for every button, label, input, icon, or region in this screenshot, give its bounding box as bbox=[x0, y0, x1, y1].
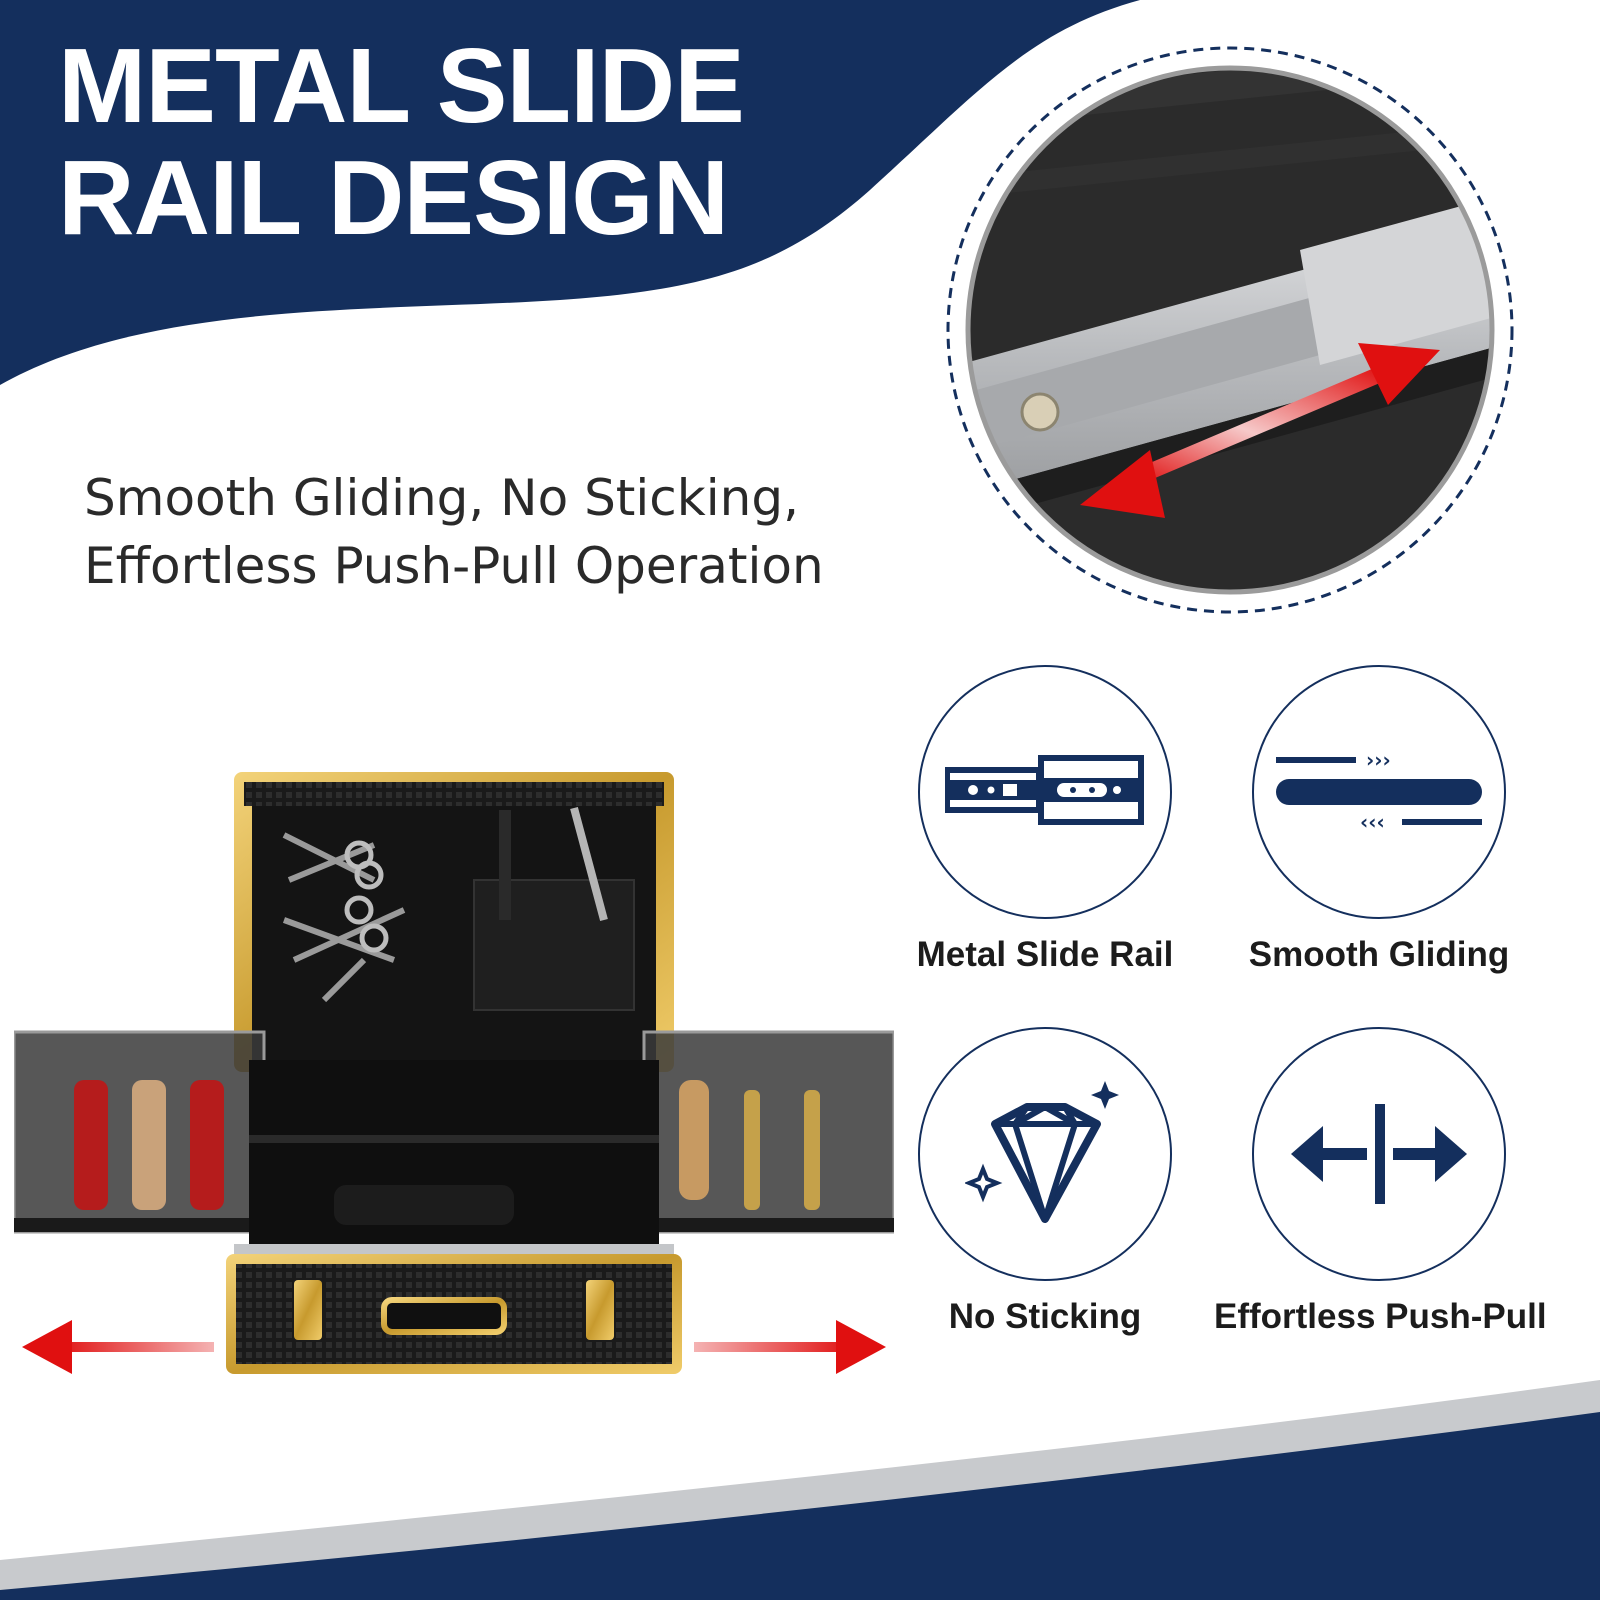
zoom-grey-ring bbox=[965, 65, 1495, 595]
right-tray bbox=[642, 1030, 894, 1234]
zoom-rail-slider bbox=[1300, 190, 1492, 365]
lid-pocket bbox=[473, 879, 635, 1011]
svg-text:‹‹‹: ‹‹‹ bbox=[1360, 810, 1385, 834]
diamond-icon bbox=[965, 1081, 1119, 1223]
subtitle: Smooth Gliding, No Sticking, Effortless … bbox=[84, 464, 824, 600]
barber-case-illustration bbox=[14, 772, 894, 1374]
feature-metal-slide-rail: Metal Slide Rail bbox=[880, 665, 1210, 975]
feature-label: Smooth Gliding bbox=[1248, 935, 1510, 974]
feature-effortless-push-pull: Effortless Push-Pull bbox=[1214, 1027, 1547, 1337]
push-pull-icon bbox=[1291, 1104, 1467, 1204]
double-arrow-icon bbox=[1080, 343, 1440, 518]
zoom-rail-bolt bbox=[1020, 392, 1060, 432]
smooth-gliding-icon: ››› ‹‹‹ bbox=[1276, 748, 1482, 834]
slide-rail-icon bbox=[945, 755, 1144, 825]
zoom-dashed-ring bbox=[946, 46, 1514, 614]
bottom-navy-band bbox=[0, 1412, 1600, 1600]
scissors-group bbox=[282, 832, 406, 1003]
headline: METAL SLIDE RAIL DESIGN bbox=[58, 27, 745, 257]
slide-rail bbox=[234, 1244, 674, 1254]
feature-smooth-gliding: ››› ‹‹‹ Smooth Gliding bbox=[1214, 665, 1544, 975]
feature-ring bbox=[1252, 1027, 1506, 1281]
feature-no-sticking: No Sticking bbox=[880, 1027, 1210, 1337]
feature-label: Effortless Push-Pull bbox=[1214, 1297, 1547, 1336]
horizontal-double-arrow-icon bbox=[22, 1320, 886, 1374]
feature-label: No Sticking bbox=[948, 1297, 1142, 1336]
headline-line-2: RAIL DESIGN bbox=[58, 139, 729, 257]
subtitle-line-1: Smooth Gliding, No Sticking, bbox=[84, 469, 799, 527]
feature-ring: ››› ‹‹‹ bbox=[1252, 665, 1506, 919]
feature-ring bbox=[918, 665, 1172, 919]
case-handle bbox=[381, 1297, 507, 1335]
feature-label: Metal Slide Rail bbox=[916, 935, 1174, 974]
svg-text:›››: ››› bbox=[1366, 748, 1391, 772]
headline-line-1: METAL SLIDE bbox=[58, 27, 745, 145]
rail-zoom-view bbox=[946, 46, 1514, 614]
top-navy-wave bbox=[0, 0, 1140, 385]
feature-ring bbox=[918, 1027, 1172, 1281]
subtitle-line-2: Effortless Push-Pull Operation bbox=[84, 537, 824, 595]
left-tray bbox=[14, 1030, 266, 1234]
